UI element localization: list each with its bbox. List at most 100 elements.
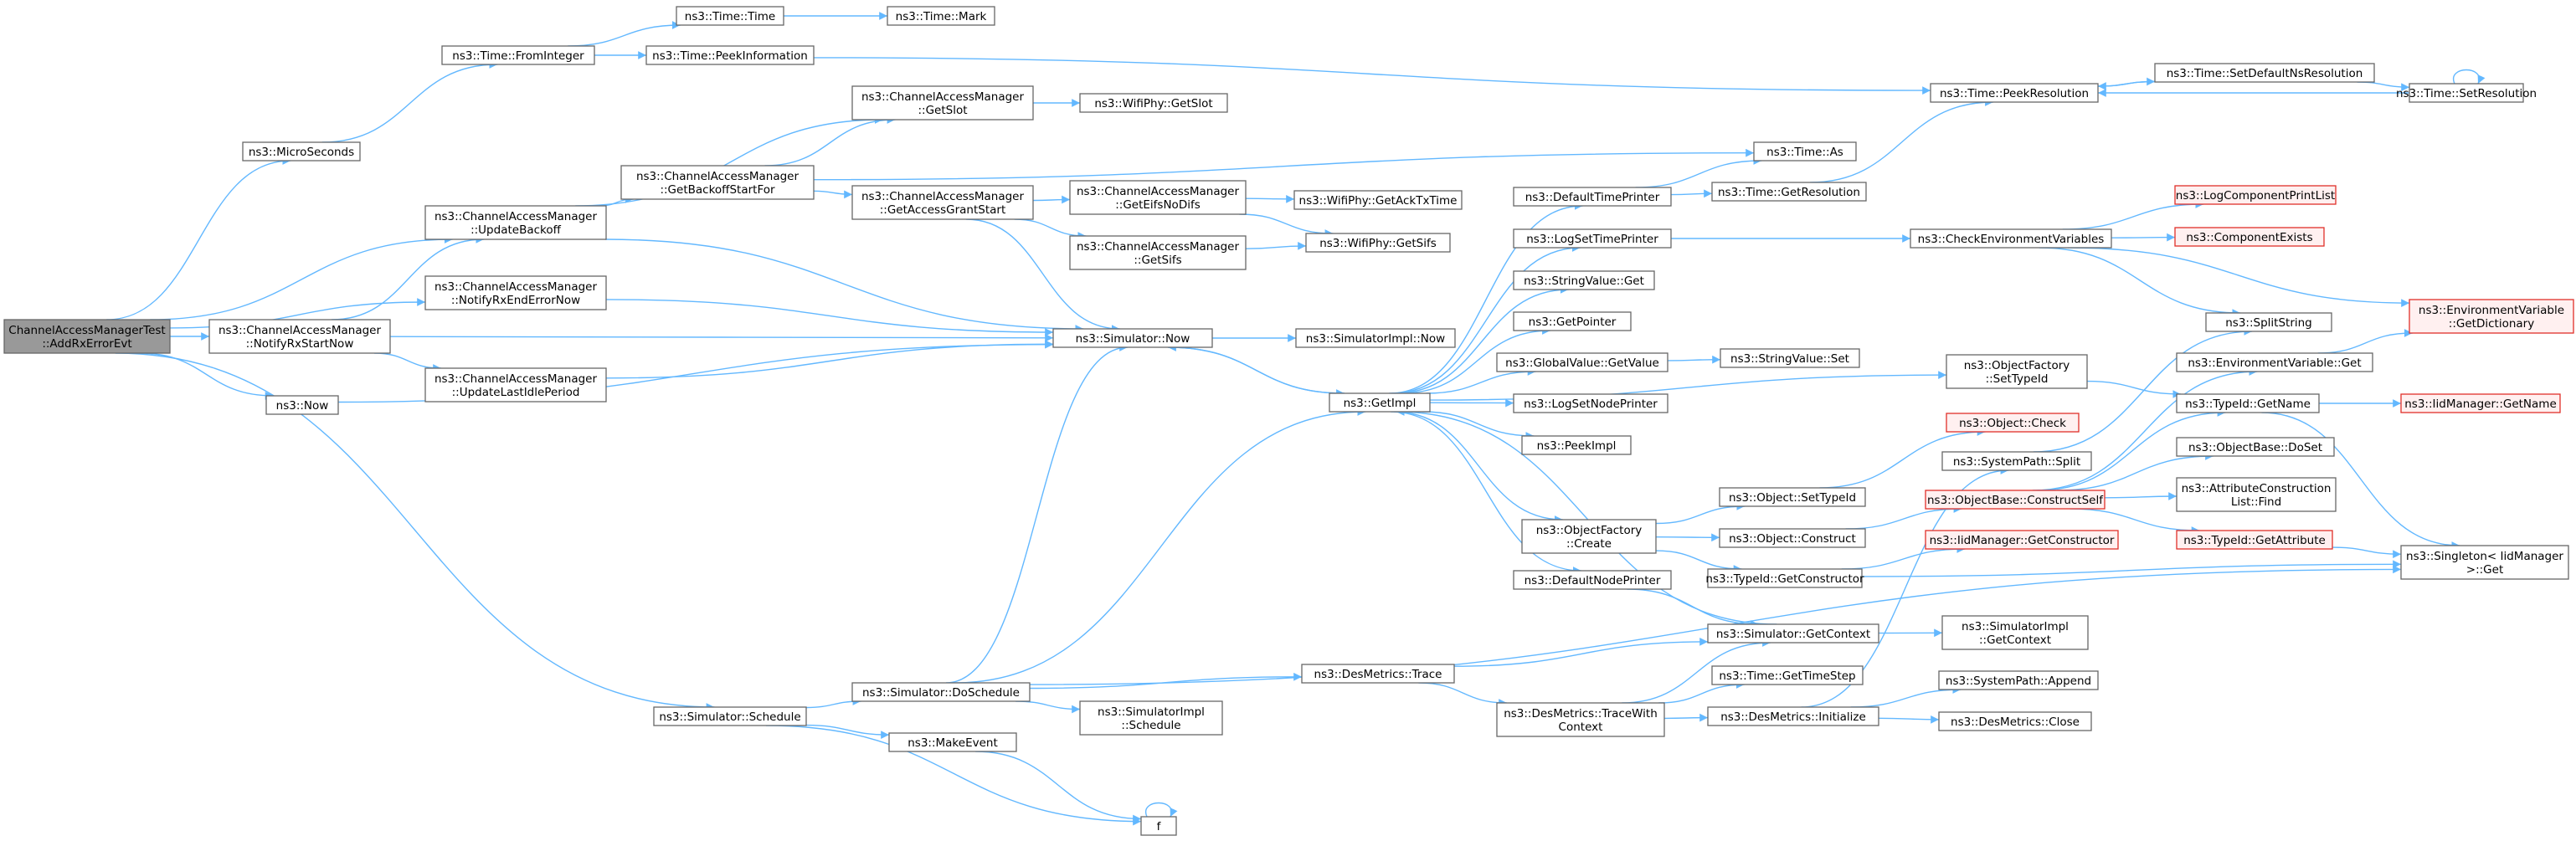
call-edge — [945, 343, 1129, 684]
node-peekimpl[interactable]: ns3::PeekImpl — [1521, 435, 1632, 455]
edge-line — [575, 115, 883, 207]
node-sysappend[interactable]: ns3::SystemPath::Append — [1938, 670, 2099, 690]
edge-line — [975, 751, 1142, 823]
node-defnodeprinter[interactable]: ns3::DefaultNodePrinter — [1513, 570, 1672, 590]
node-box — [1521, 435, 1632, 455]
call-edge — [2037, 408, 2226, 491]
node-camsifs[interactable]: ns3::ChannelAccessManager::GetSifs — [1069, 235, 1247, 270]
node-strset[interactable]: ns3::StringValue::Set — [1720, 348, 1860, 368]
node-constructself[interactable]: ns3::ObjectBase::ConstructSelf — [1925, 490, 2106, 510]
node-logcomp[interactable]: ns3::LogComponentPrintList — [2174, 185, 2337, 205]
node-acktx[interactable]: ns3::WifiPhy::GetAckTxTime — [1293, 190, 1463, 210]
node-compexists[interactable]: ns3::ComponentExists — [2174, 227, 2325, 247]
node-physifs[interactable]: ns3::WifiPhy::GetSifs — [1305, 233, 1451, 253]
edge-line — [1426, 367, 1536, 394]
node-label: ns3::ChannelAccessManager — [219, 324, 382, 337]
call-edge — [1391, 244, 1581, 394]
node-micro[interactable]: ns3::MicroSeconds — [242, 141, 361, 162]
edge-line — [813, 148, 1755, 181]
node-peekinfo[interactable]: ns3::Time::PeekInformation — [645, 45, 815, 65]
edge-line — [2086, 380, 2182, 398]
node-doset[interactable]: ns3::ObjectBase::DoSet — [2176, 437, 2335, 457]
edge-line — [139, 352, 274, 400]
node-simimplsched[interactable]: ns3::SimulatorImpl::Schedule — [1079, 700, 1223, 736]
node-setres[interactable]: ns3::Time::SetResolution — [2396, 83, 2537, 103]
node-envdict[interactable]: ns3::EnvironmentVariable::GetDictionary — [2409, 299, 2574, 334]
node-box — [1925, 530, 2119, 550]
node-tidgetctor[interactable]: ns3::TypeId::GetConstructor — [1705, 568, 1864, 588]
call-edge — [150, 235, 453, 321]
node-label: ns3::IidManager::GetName — [2404, 397, 2557, 411]
node-peekres[interactable]: ns3::Time::PeekResolution — [1930, 83, 2099, 103]
node-simgetctx[interactable]: ns3::Simulator::GetContext — [1707, 623, 1879, 644]
node-accessgrant[interactable]: ns3::ChannelAccessManager::GetAccessGran… — [851, 185, 1034, 220]
node-objsettid[interactable]: ns3::Object::SetTypeId — [1719, 487, 1866, 507]
node-simimplnow[interactable]: ns3::SimulatorImpl::Now — [1295, 328, 1456, 348]
node-checkenv[interactable]: ns3::CheckEnvironmentVariables — [1910, 228, 2112, 249]
node-timeas[interactable]: ns3::Time::As — [1753, 141, 1857, 162]
node-syssplit[interactable]: ns3::SystemPath::Split — [1941, 451, 2092, 471]
node-splitstring[interactable]: ns3::SplitString — [2205, 312, 2332, 332]
node-objfactorycreate[interactable]: ns3::ObjectFactory::Create — [1521, 519, 1657, 554]
node-backoffstart[interactable]: ns3::ChannelAccessManager::GetBackoffSta… — [620, 165, 815, 200]
node-setdef[interactable]: ns3::Time::SetDefaultNsResolution — [2154, 63, 2375, 83]
node-label: ns3::GlobalValue::GetValue — [1505, 356, 1659, 370]
node-simimplgetctx[interactable]: ns3::SimulatorImpl::GetContext — [1941, 615, 2089, 650]
node-physlot[interactable]: ns3::WifiPhy::GetSlot — [1079, 93, 1228, 113]
node-objconstruct[interactable]: ns3::Object::Construct — [1719, 528, 1866, 548]
node-updidle[interactable]: ns3::ChannelAccessManager::UpdateLastIdl… — [424, 367, 607, 403]
call-edge — [1655, 502, 1746, 525]
node-singleton[interactable]: ns3::Singleton< IidManager>::Get — [2400, 545, 2569, 580]
node-strget[interactable]: ns3::StringValue::Get — [1513, 270, 1655, 290]
node-dosched[interactable]: ns3::Simulator::DoSchedule — [851, 682, 1031, 702]
node-desminit[interactable]: ns3::DesMetrics::Initialize — [1707, 706, 1879, 726]
node-iidgetname[interactable]: ns3::IidManager::GetName — [2400, 393, 2561, 413]
node-getslot[interactable]: ns3::ChannelAccessManager::GetSlot — [851, 85, 1034, 121]
node-desmtrace[interactable]: ns3::DesMetrics::Trace — [1301, 664, 1455, 684]
node-tidgetattr[interactable]: ns3::TypeId::GetAttribute — [2176, 530, 2333, 550]
edge-line — [805, 724, 890, 739]
node-deftimeprinter[interactable]: ns3::DefaultTimePrinter — [1513, 187, 1672, 207]
call-edge — [1015, 700, 1081, 714]
node-lognodeprinter[interactable]: ns3::LogSetNodePrinter — [1513, 393, 1668, 413]
call-edge — [1429, 371, 1947, 401]
node-fromint[interactable]: ns3::Time::FromInteger — [441, 45, 595, 65]
node-now[interactable]: ns3::Now — [265, 395, 339, 415]
node-objcheck[interactable]: ns3::Object::Check — [1946, 413, 2080, 433]
node-tidgetname[interactable]: ns3::TypeId::GetName — [2176, 393, 2320, 413]
node-label: ns3::TypeId::GetName — [2185, 397, 2311, 411]
node-mark[interactable]: ns3::Time::Mark — [887, 6, 995, 26]
node-time[interactable]: ns3::Time::Time — [676, 6, 784, 26]
node-eifs[interactable]: ns3::ChannelAccessManager::GetEifsNoDifs — [1069, 180, 1247, 215]
edge-line — [2032, 367, 2258, 491]
node-iidgetctor[interactable]: ns3::IidManager::GetConstructor — [1925, 530, 2119, 550]
node-getres[interactable]: ns3::Time::GetResolution — [1711, 182, 1867, 202]
node-box — [645, 45, 815, 65]
node-root[interactable]: ChannelAccessManagerTest::AddRxErrorEvt — [3, 319, 171, 354]
node-desmclose[interactable]: ns3::DesMetrics::Close — [1938, 711, 2092, 731]
node-box — [2409, 83, 2524, 103]
node-label: ns3::DefaultNodePrinter — [1525, 574, 1661, 587]
node-box — [1720, 348, 1860, 368]
node-simnow[interactable]: ns3::Simulator::Now — [1052, 328, 1213, 348]
node-objfactorysettid[interactable]: ns3::ObjectFactory::SetTypeId — [1946, 354, 2088, 389]
node-timestep[interactable]: ns3::Time::GetTimeStep — [1711, 665, 1864, 685]
node-globalget[interactable]: ns3::GlobalValue::GetValue — [1496, 352, 1668, 372]
node-simsched[interactable]: ns3::Simulator::Schedule — [653, 706, 807, 726]
node-logtimeprinter[interactable]: ns3::LogSetTimePrinter — [1513, 228, 1672, 249]
node-envget[interactable]: ns3::EnvironmentVariable::Get — [2176, 352, 2373, 372]
edge-line — [1810, 98, 1993, 183]
node-getpointer[interactable]: ns3::GetPointer — [1513, 311, 1632, 331]
node-box — [1293, 190, 1463, 210]
node-getimpl[interactable]: ns3::GetImpl — [1329, 392, 1431, 413]
node-rxstart[interactable]: ns3::ChannelAccessManager::NotifyRxStart… — [208, 319, 391, 354]
call-edge — [1622, 638, 1771, 704]
node-updbackoff[interactable]: ns3::ChannelAccessManager::UpdateBackoff — [424, 205, 607, 240]
node-makeevent[interactable]: ns3::MakeEvent — [888, 732, 1017, 752]
node-box — [1052, 328, 1213, 348]
node-rxend[interactable]: ns3::ChannelAccessManager::NotifyRxEndEr… — [424, 275, 607, 310]
node-f[interactable]: f — [1140, 816, 1177, 836]
node-box — [888, 732, 1017, 752]
